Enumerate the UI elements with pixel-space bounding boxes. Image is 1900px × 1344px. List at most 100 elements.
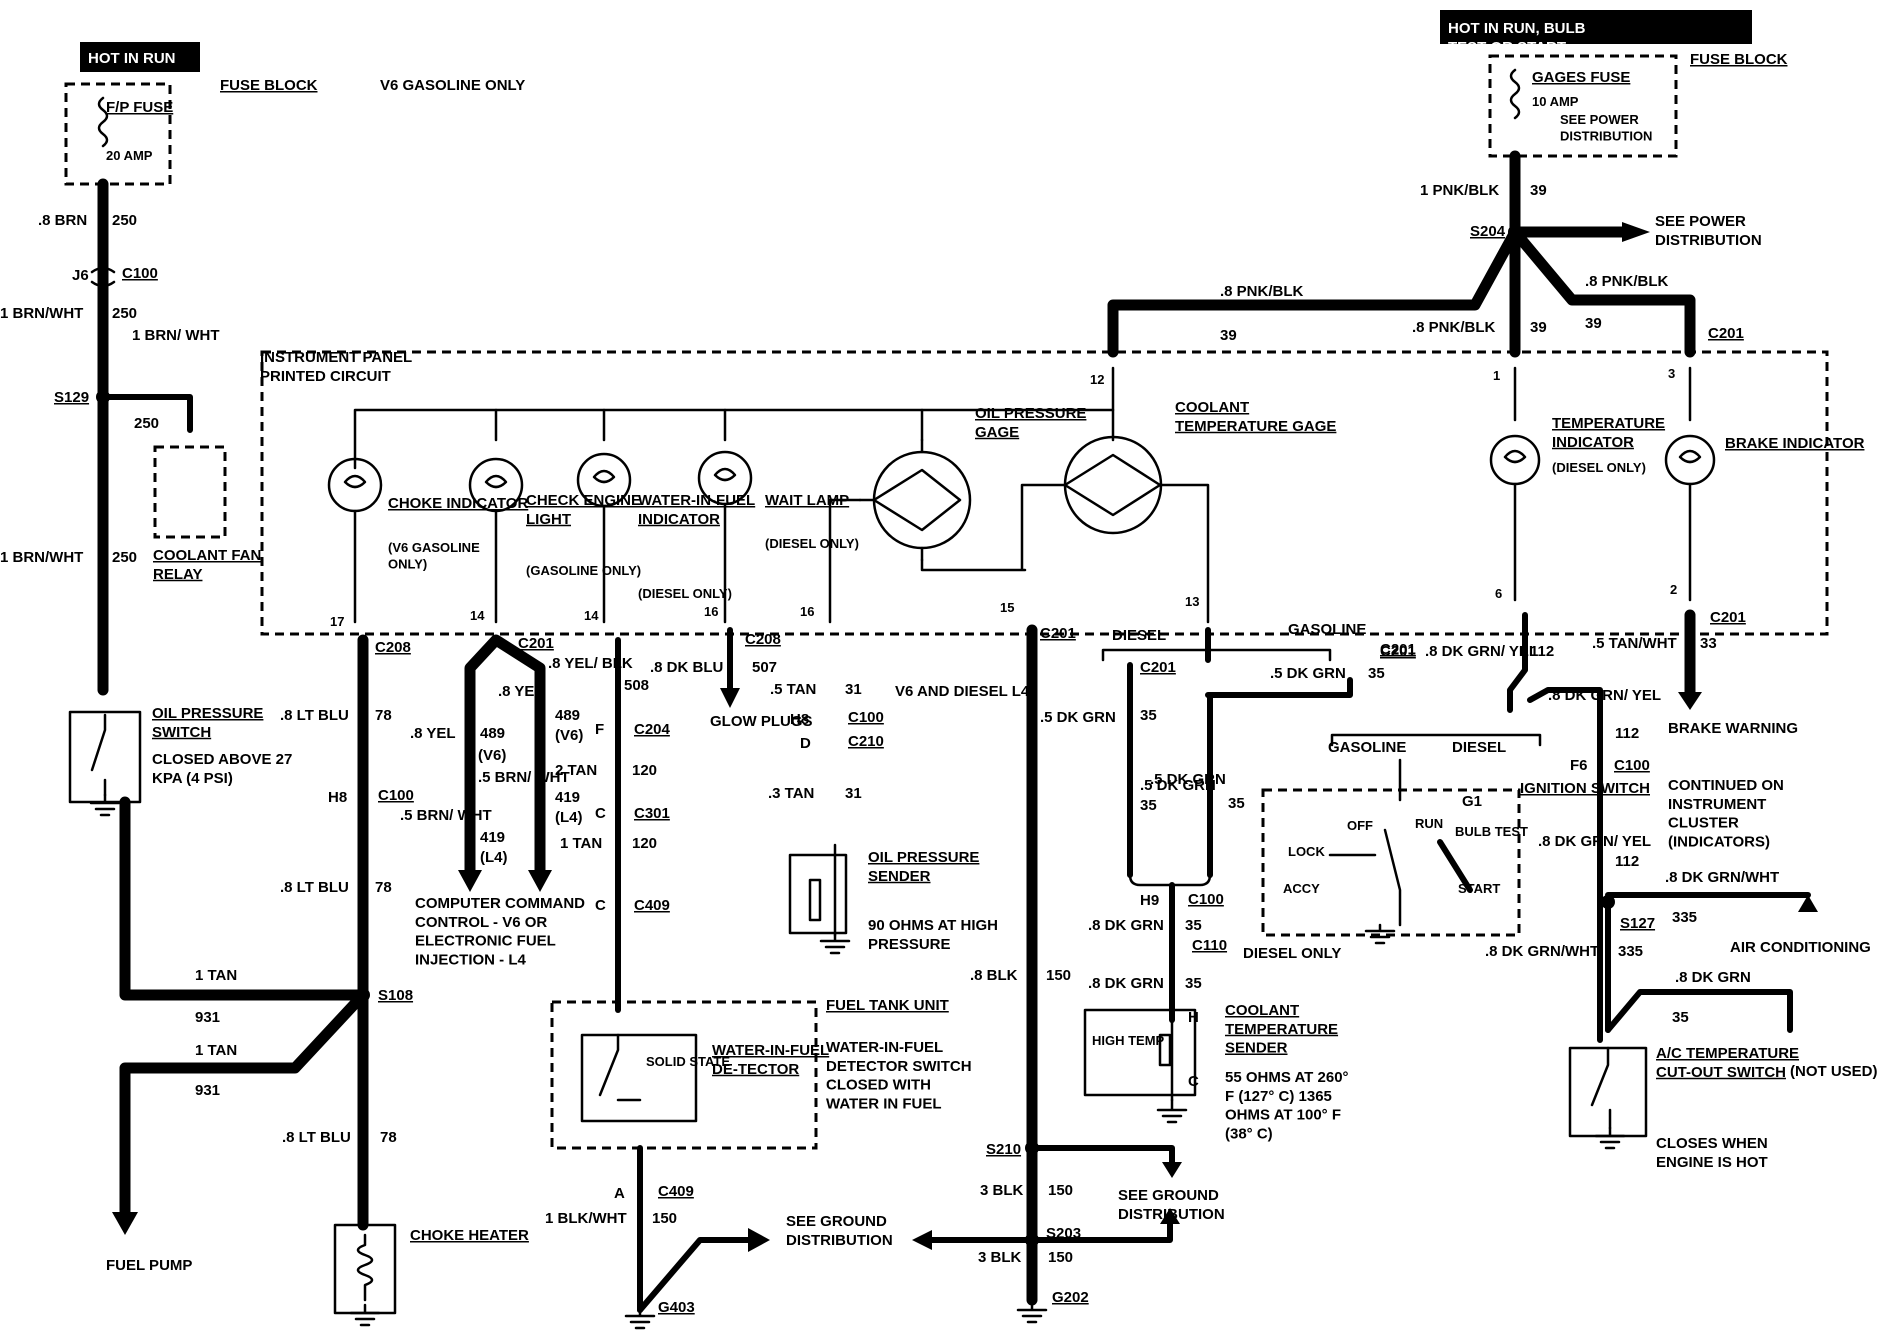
label-h9: H9 <box>1140 892 1159 909</box>
label-c201c: C201 <box>1380 641 1416 658</box>
pin-1: 1 <box>1493 368 1500 383</box>
fuse-block-right <box>1488 54 1678 158</box>
label-c210: C210 <box>848 733 884 750</box>
choke-heater-coil <box>356 1233 374 1302</box>
label-c100d: C100 <box>1188 891 1224 908</box>
label-8dkgrnwht-a: .8 DK GRN/WHT <box>1665 869 1779 886</box>
label-gasoline-b: GASOLINE <box>1328 739 1406 756</box>
label-8dkblu: .8 DK BLU <box>650 659 723 676</box>
glow-plug-arrow <box>720 688 740 708</box>
ign-bracket <box>1330 733 1542 747</box>
ip-bus-drops <box>494 408 1115 442</box>
label-run: RUN <box>1415 816 1443 831</box>
label-8brn: .8 BRN <box>38 212 87 229</box>
ground-arrow-a <box>748 1228 770 1252</box>
label-1brnwht2: 1 BRN/WHT <box>0 549 83 566</box>
label-250a: 250 <box>112 212 137 229</box>
choke-indicator <box>327 457 383 624</box>
label-5tan: .5 TAN <box>770 681 816 698</box>
label-c301: C301 <box>634 805 670 822</box>
pin-16b: 16 <box>800 604 814 619</box>
label-5dkgrn-a: .5 DK GRN <box>1040 709 1116 726</box>
label-l4b: (L4) <box>555 809 583 826</box>
gages-fuse-symbol <box>1509 68 1521 120</box>
fuse-block-label-right: FUSE BLOCK <box>1690 51 1788 68</box>
air-conditioning-label: AIR CONDITIONING <box>1730 939 1871 956</box>
label-35g: 35 <box>1672 1009 1689 1026</box>
fuel-pump-arrow <box>112 1212 138 1235</box>
label-250b: 250 <box>112 305 137 322</box>
choke-heater-label: CHOKE HEATER <box>410 1227 529 1244</box>
wire-s210-ground <box>1029 1145 1175 1165</box>
label-419a: 419 <box>480 829 505 846</box>
choke-indicator-label: CHOKE INDICATOR <box>388 495 528 512</box>
label-s129: S129 <box>54 389 89 406</box>
label-8dkgrnyel: .8 DK GRN/ YEL <box>1425 643 1538 660</box>
check-engine-light <box>468 457 524 624</box>
wire-112-main <box>1527 687 1603 1043</box>
wait-lamp-label: WAIT LAMP <box>765 492 849 509</box>
label-d: D <box>800 735 811 752</box>
solid-state-label: SOLID STATE <box>646 1054 730 1069</box>
high-temp-label: HIGH TEMP <box>1092 1033 1165 1048</box>
wire-489-419 <box>464 634 546 881</box>
pin-6: 6 <box>1495 586 1502 601</box>
label-diesel-b: DIESEL <box>1452 739 1506 756</box>
fp-fuse-name: F/P FUSE <box>106 99 173 116</box>
label-8ltblu-a: .8 LT BLU <box>280 707 349 724</box>
splice-s108 <box>356 988 370 1002</box>
label-39d: 39 <box>1585 315 1602 332</box>
connector-c100-left <box>90 266 116 288</box>
oil-sender-element <box>808 843 837 937</box>
label-c409a: C409 <box>634 897 670 914</box>
label-s210: S210 <box>986 1141 1021 1158</box>
wire-35-ac <box>1605 989 1793 1033</box>
label-8yel-a: .8 YEL <box>410 725 456 742</box>
ignition-start-contact <box>1437 839 1473 893</box>
label-5tanwht: .5 TAN/WHT <box>1592 635 1677 652</box>
ecm-arrows <box>458 870 552 892</box>
label-931b: 931 <box>195 1082 220 1099</box>
label-c201d: C201 <box>1710 609 1746 626</box>
label-8dkgrnyel-c: .8 DK GRN/ YEL <box>1538 833 1651 850</box>
label-508: 508 <box>624 677 649 694</box>
label-h8b: H8 <box>790 711 809 728</box>
ip-bus-right <box>1513 366 1692 422</box>
label-2tan: 2 TAN <box>555 762 597 779</box>
ground-symbols <box>89 793 1626 1330</box>
label-120a: 120 <box>632 762 657 779</box>
label-8ltblu-c: .8 LT BLU <box>282 1129 351 1146</box>
label-8pnkblk-c: .8 PNK/BLK <box>1585 273 1669 290</box>
fuse-block-left <box>64 82 172 186</box>
label-8ltblu-b: .8 LT BLU <box>280 879 349 896</box>
hot-in-run-banner-left: HOT IN RUN <box>80 42 200 72</box>
diesel-only-label: DIESEL ONLY <box>1243 945 1341 962</box>
ignition-switch-contacts <box>1328 758 1402 927</box>
label-c2: C <box>595 897 606 914</box>
wait-lamp-note: (DIESEL ONLY) <box>765 536 859 551</box>
label-150d: 150 <box>1048 1249 1073 1266</box>
wire-35-diesel-path <box>1127 627 1353 878</box>
fp-fuse-symbol <box>97 96 109 148</box>
label-8dkgrn-b: .8 DK GRN <box>1088 975 1164 992</box>
ignition-switch-label: IGNITION SWITCH <box>1520 780 1650 797</box>
label-335b: 335 <box>1618 943 1643 960</box>
pin-14b: 14 <box>584 608 599 623</box>
label-507: 507 <box>752 659 777 676</box>
label-f: F <box>595 721 604 738</box>
